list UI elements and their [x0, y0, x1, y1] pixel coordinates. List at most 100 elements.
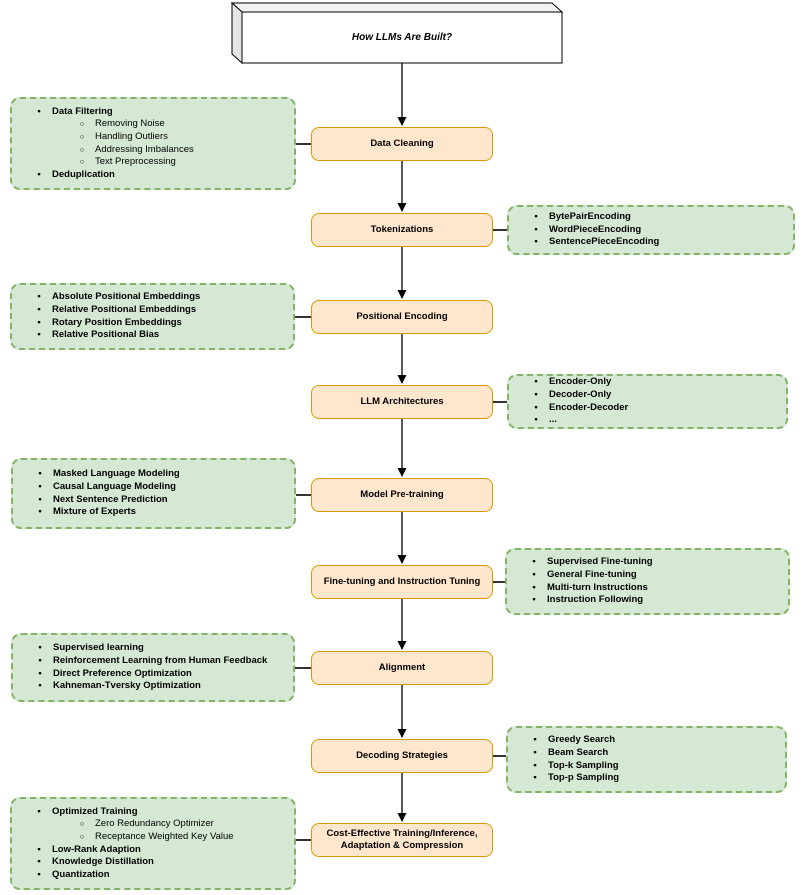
circle-bullet-icon: ○: [79, 131, 85, 141]
disc-bullet-icon: •: [37, 291, 41, 303]
note-item-text: Multi-turn Instructions: [547, 581, 648, 593]
note-item-text: Top-k Sampling: [548, 759, 619, 771]
note-subitem: ○Receptance Weighted Key Value: [12, 831, 288, 844]
note-item-text: Relative Positional Bias: [52, 329, 160, 341]
note-item: • Top-k Sampling: [508, 760, 779, 773]
note-item-text: Encoder-Decoder: [549, 401, 629, 413]
note-pretraining-objectives: •Masked Language Modeling•Causal Languag…: [11, 458, 296, 529]
disc-bullet-icon: •: [38, 493, 42, 505]
disc-bullet-icon: •: [534, 401, 538, 413]
disc-bullet-icon: •: [37, 868, 41, 880]
note-item: •Decoder-Only: [509, 389, 780, 402]
disc-bullet-icon: •: [37, 329, 41, 341]
disc-bullet-icon: •: [532, 594, 536, 606]
note-alignment-methods: •Supervised learning•Reinforcement Learn…: [11, 633, 295, 702]
note-item: • SentencePieceEncoding: [509, 236, 787, 249]
disc-bullet-icon: •: [534, 223, 538, 235]
disc-bullet-icon: •: [37, 105, 41, 117]
note-item: • Masked Language Modeling: [13, 468, 288, 481]
step-alignment: Alignment: [311, 651, 493, 685]
step-data-cleaning: Data Cleaning: [311, 127, 493, 161]
disc-bullet-icon: •: [534, 236, 538, 248]
step-cost-effective: Cost-Effective Training/Inference, Adapt…: [311, 823, 493, 857]
note-item: •Multi-turn Instructions: [507, 582, 782, 595]
disc-bullet-icon: •: [37, 316, 41, 328]
note-positional-embeddings: •Absolute Positional Embeddings•Relative…: [10, 283, 295, 350]
note-item-text: Beam Search: [548, 746, 609, 758]
note-item: •General Fine-tuning: [507, 569, 782, 582]
note-data-filtering: • Data Filtering ○ Removing Noise ○ Handling …: [10, 97, 296, 190]
circle-bullet-icon: ○: [79, 144, 85, 154]
note-decoding-methods: •Greedy Search•Beam Search•Top-k Samplin…: [506, 726, 787, 793]
disc-bullet-icon: •: [37, 168, 41, 180]
disc-bullet-icon: •: [38, 642, 42, 654]
note-item: • Next Sentence Prediction: [13, 494, 288, 507]
disc-bullet-icon: •: [532, 568, 536, 580]
note-item: •Optimized Training: [12, 806, 288, 819]
note-item-text: Top-p Sampling: [548, 772, 620, 784]
disc-bullet-icon: •: [534, 211, 538, 223]
disc-bullet-icon: •: [533, 772, 537, 784]
note-item-text: Text Preprocessing: [95, 156, 176, 168]
cube-shape: [230, 1, 564, 65]
note-item-text: Addressing Imbalances: [95, 143, 194, 155]
note-efficiency-methods: •Optimized Training ○ Zero Redundancy Opti…: [10, 797, 296, 890]
step-llm-architectures: LLM Architectures: [311, 385, 493, 419]
note-item: • Quantization: [12, 869, 288, 882]
circle-bullet-icon: ○: [79, 831, 85, 841]
note-item-text: Deduplication: [52, 168, 115, 180]
note-item: • BytePairEncoding: [509, 211, 787, 224]
note-item: • Kahneman-Tversky Optimization: [13, 680, 287, 693]
step-finetuning: Fine-tuning and Instruction Tuning: [311, 565, 493, 599]
note-item-text: Absolute Positional Embeddings: [52, 291, 201, 303]
note-item: • Relative Positional Bias: [12, 329, 287, 342]
note-item: •Instruction Following: [507, 594, 782, 607]
note-item-text: Removing Noise: [95, 118, 165, 130]
note-item-text: Next Sentence Prediction: [53, 493, 168, 505]
note-item: •WordPieceEncoding: [509, 224, 787, 237]
disc-bullet-icon: •: [38, 468, 42, 480]
note-item-text: Rotary Position Embeddings: [52, 316, 182, 328]
disc-bullet-icon: •: [38, 667, 42, 679]
note-item: • Beam Search: [508, 747, 779, 760]
note-item-text: Data Filtering: [52, 105, 113, 117]
note-item-text: Direct Preference Optimization: [53, 667, 192, 679]
note-item-text: Encoder-Only: [549, 376, 612, 388]
note-item-text: Decoder-Only: [549, 388, 612, 400]
note-item-text: Kahneman-Tversky Optimization: [53, 680, 201, 692]
note-item-text: Reinforcement Learning from Human Feedba…: [53, 654, 268, 666]
note-item-text: Knowledge Distillation: [52, 856, 154, 868]
circle-bullet-icon: ○: [79, 119, 85, 129]
note-item-text: Handling Outliers: [95, 130, 168, 142]
disc-bullet-icon: •: [532, 556, 536, 568]
note-finetuning-methods: •Supervised Fine-tuning•General Fine-tun…: [505, 548, 790, 615]
note-item: •Supervised learning: [13, 642, 287, 655]
note-item: •Knowledge Distillation: [12, 856, 288, 869]
note-item-text: BytePairEncoding: [549, 211, 631, 223]
note-item: •Greedy Search: [508, 734, 779, 747]
note-item-text: Causal Language Modeling: [53, 480, 176, 492]
note-item: • Deduplication: [12, 169, 288, 182]
disc-bullet-icon: •: [533, 759, 537, 771]
note-item-text: Masked Language Modeling: [53, 468, 180, 480]
note-item: •Supervised Fine-tuning: [507, 556, 782, 569]
step-tokenizations: Tokenizations: [311, 213, 493, 247]
note-item: • Data Filtering: [12, 106, 288, 119]
disc-bullet-icon: •: [38, 680, 42, 692]
note-item: •Causal Language Modeling: [13, 481, 288, 494]
disc-bullet-icon: •: [38, 654, 42, 666]
note-item: •...: [509, 414, 780, 427]
step-positional-encoding: Positional Encoding: [311, 300, 493, 334]
note-item: • Top-p Sampling: [508, 772, 779, 785]
note-item: • Reinforcement Learning from Human Feedb…: [13, 655, 287, 668]
note-item: • Encoder-Decoder: [509, 402, 780, 415]
note-item-text: SentencePieceEncoding: [549, 236, 660, 248]
disc-bullet-icon: •: [533, 746, 537, 758]
note-item: •Relative Positional Embeddings: [12, 304, 287, 317]
note-item-text: Quantization: [52, 868, 110, 880]
note-item: • Absolute Positional Embeddings: [12, 291, 287, 304]
note-item-text: Relative Positional Embeddings: [52, 303, 197, 315]
note-item-text: Zero Redundancy Optimizer: [95, 818, 214, 830]
